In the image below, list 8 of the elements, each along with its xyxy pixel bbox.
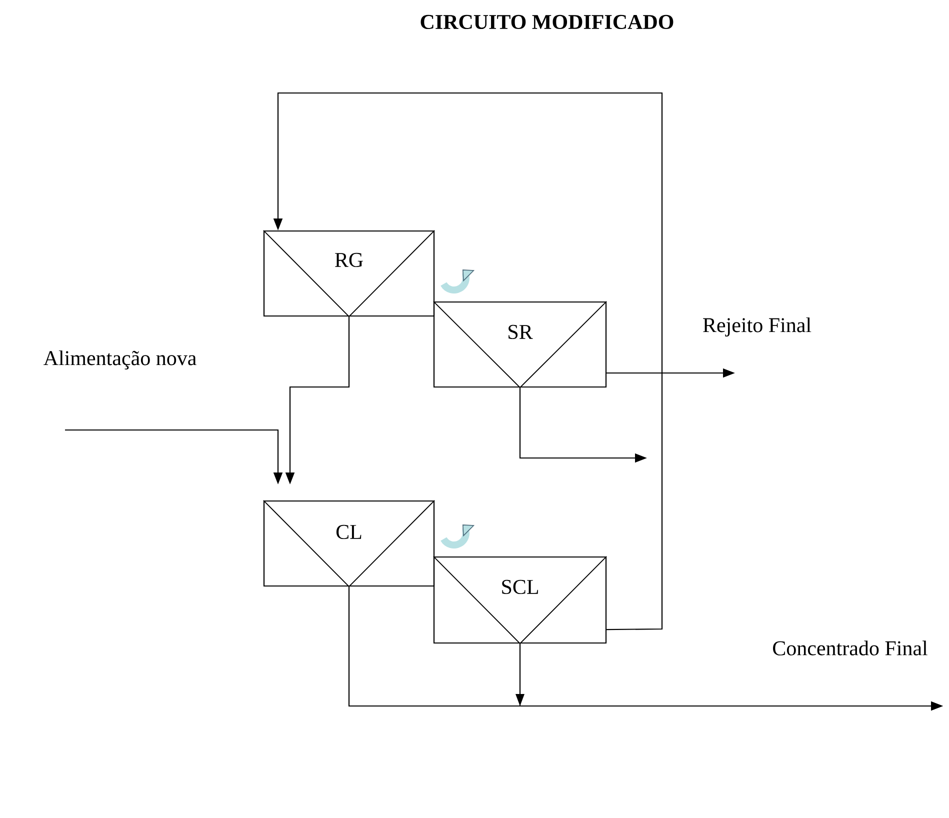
stream-label: Rejeito Final [703, 317, 812, 337]
stream-label: Alimentação nova [44, 350, 196, 370]
flotation-cell: SCL [432, 556, 608, 644]
title: CIRCUITO MODIFICADO [420, 14, 674, 30]
flotation-cell: SR [432, 300, 608, 388]
flotation-cell: RG [262, 230, 436, 318]
stream-label: Concentrado Final [773, 640, 928, 656]
flotation-cell: CL [262, 500, 436, 588]
